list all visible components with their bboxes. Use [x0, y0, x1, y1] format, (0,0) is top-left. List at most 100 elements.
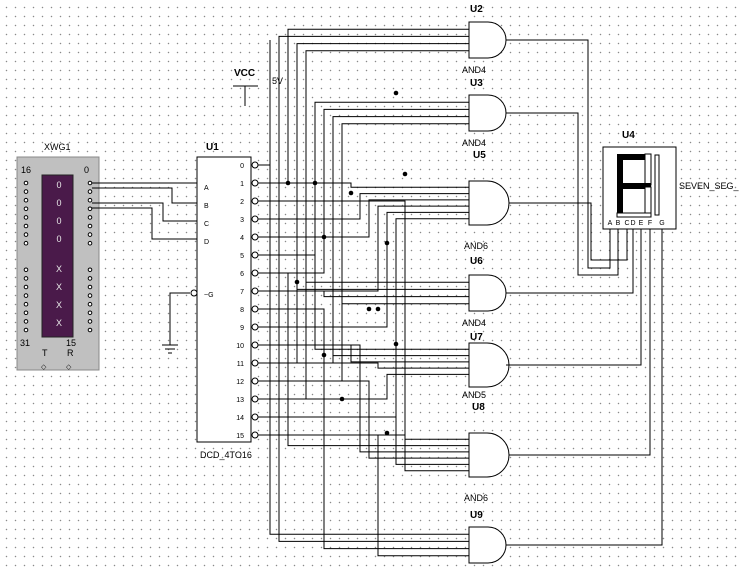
wordgen-bit: X [56, 318, 62, 328]
decoder-input-b: B [204, 203, 209, 210]
decoder-output-label: 12 [236, 379, 244, 386]
decoder-u1[interactable]: U1 DCD_4TO16 A B C D ~G 0123456789101112… [190, 40, 271, 460]
svg-text:◇: ◇ [66, 364, 72, 371]
wordgen-bit: X [56, 264, 62, 274]
and-gate[interactable] [468, 180, 510, 226]
gate-ref: U2 [470, 4, 483, 15]
decoder-output-label: 13 [236, 397, 244, 404]
gate-type: AND4 [462, 138, 486, 148]
wordgen-bit: 0 [56, 234, 61, 244]
display-ref: U4 [622, 130, 635, 141]
gate-type: AND4 [462, 318, 486, 328]
wordgen-pin-t: T [42, 348, 48, 358]
vcc-source[interactable]: VCC 5V [233, 68, 283, 106]
decoder-output-label: 8 [240, 307, 244, 314]
decoder-output-pin[interactable] [251, 197, 259, 205]
gate-ref: U5 [473, 150, 486, 161]
display-pin-label: D [630, 220, 635, 227]
svg-text:◇: ◇ [41, 364, 47, 371]
wordgen-bit: 0 [56, 198, 61, 208]
gate-ref: U9 [470, 510, 483, 521]
decoder-output-label: 14 [236, 415, 244, 422]
gate-ref: U6 [470, 256, 483, 267]
decoder-output-pin[interactable] [251, 305, 259, 313]
wordgen-corner-tl: 16 [21, 165, 31, 175]
display-type: SEVEN_SEG_ [679, 181, 740, 191]
display-pin-label: A [608, 220, 613, 227]
display-pin-label: E [639, 220, 644, 227]
decoder-output-pin[interactable] [251, 179, 259, 187]
decoder-output-label: 1 [240, 181, 244, 188]
display-pin-label: F [648, 220, 652, 227]
wordgen-corner-br: 15 [66, 338, 76, 348]
and-gate[interactable] [468, 94, 507, 132]
wordgen-corner-tr: 0 [84, 165, 89, 175]
decoder-output-pin[interactable] [251, 377, 259, 385]
and-gate[interactable] [468, 274, 507, 312]
wordgen-bit: X [56, 282, 62, 292]
vcc-label: VCC [234, 68, 255, 79]
gate-type: AND6 [464, 241, 488, 251]
gate-type: AND4 [462, 65, 486, 75]
and-gate[interactable] [468, 526, 507, 564]
decoder-output-pin[interactable] [251, 413, 259, 421]
decoder-enable: ~G [204, 292, 214, 299]
decoder-output-label: 15 [236, 433, 244, 440]
decoder-output-pin[interactable] [251, 251, 259, 259]
and-gate[interactable] [468, 21, 507, 59]
decoder-output-pin[interactable] [251, 395, 259, 403]
decoder-output-label: 9 [240, 325, 244, 332]
wordgen-bit: 0 [56, 216, 61, 226]
decoder-output-pin[interactable] [251, 269, 259, 277]
decoder-output-pin[interactable] [251, 161, 259, 169]
decoder-output-pin[interactable] [251, 359, 259, 367]
decoder-output-label: 3 [240, 217, 244, 224]
decoder-output-label: 6 [240, 271, 244, 278]
decoder-ref: U1 [206, 142, 219, 153]
decoder-output-pin[interactable] [251, 233, 259, 241]
decoder-input-c: C [204, 221, 209, 228]
gate-wiring [258, 28, 469, 557]
decoder-output-label: 4 [240, 235, 244, 242]
seven-seg-digit [616, 153, 660, 218]
decoder-output-label: 10 [236, 343, 244, 350]
display-pin-label: C [624, 220, 629, 227]
display-pin-label: B [616, 220, 621, 227]
decoder-output-label: 2 [240, 199, 244, 206]
decoder-output-label: 7 [240, 289, 244, 296]
wordgen-bit: 0 [56, 180, 61, 190]
decoder-input-d: D [204, 239, 209, 246]
word-generator-ref: XWG1 [44, 142, 71, 152]
gate-type: AND6 [464, 493, 488, 503]
decoder-output-pin[interactable] [251, 323, 259, 331]
decoder-output-label: 11 [237, 361, 244, 368]
decoder-input-a: A [204, 185, 209, 192]
and-gate[interactable] [468, 432, 510, 478]
gate-ref: U7 [470, 332, 483, 343]
wordgen-corner-bl: 31 [20, 338, 30, 348]
vcc-value: 5V [272, 76, 283, 86]
ground-symbol [162, 292, 190, 354]
decoder-output-label: 0 [240, 163, 244, 170]
and-gate[interactable] [468, 342, 510, 388]
decoder-output-pin[interactable] [251, 287, 259, 295]
decoder-output-pin[interactable] [251, 431, 259, 439]
wordgen-pin-r: R [67, 348, 74, 358]
gate-ref: U8 [472, 402, 485, 413]
gate-ref: U3 [470, 78, 483, 89]
decoder-output-pin[interactable] [251, 215, 259, 223]
gate-type: AND5 [462, 390, 486, 400]
wordgen-bit: X [56, 300, 62, 310]
decoder-output-pin[interactable] [251, 341, 259, 349]
decoder-type: DCD_4TO16 [200, 450, 252, 460]
decoder-output-label: 5 [240, 253, 244, 260]
display-pin-label: G [659, 220, 664, 227]
